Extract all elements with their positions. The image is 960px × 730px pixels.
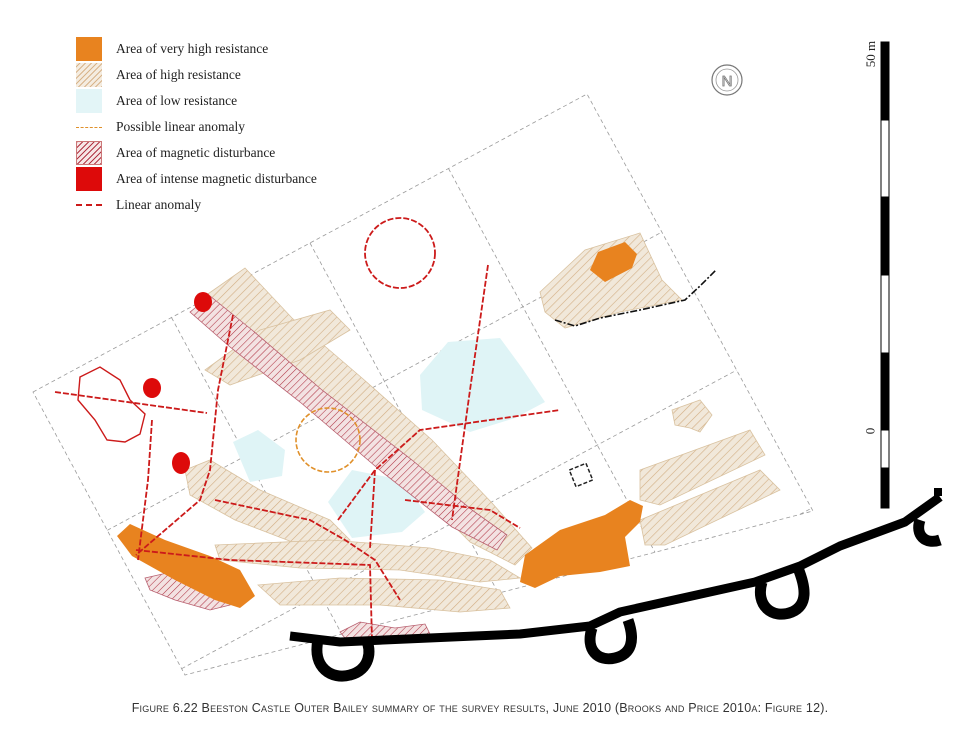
legend-item-possible-linear-anomaly: Possible linear anomaly (76, 114, 317, 140)
grid-column-line (171, 317, 343, 635)
very-high-resistance-areas (117, 242, 643, 608)
grid-column-line (448, 168, 656, 553)
high-resistance-areas (184, 232, 781, 613)
legend-label: Area of low resistance (116, 93, 238, 108)
legend-label: Possible linear anomaly (116, 119, 245, 134)
north-label: N (722, 73, 733, 90)
legend-label: Area of magnetic disturbance (116, 145, 276, 160)
intense-magnetic-areas (143, 292, 212, 474)
figure-caption: Figure 6.22 Beeston Castle Outer Bailey … (131, 701, 829, 715)
scale-bar (880, 41, 890, 509)
cyan-fill-swatch-icon (76, 89, 102, 113)
legend-label: Area of intense magnetic disturbance (116, 171, 317, 186)
scale-zero-label: 0 (862, 427, 878, 435)
legend-item-linear-anomaly: Linear anomaly (76, 192, 317, 218)
grid-row-line (799, 507, 812, 515)
red-dashed-line-icon (76, 204, 102, 206)
orange-dashed-line-icon (76, 126, 102, 128)
legend: Area of very high resistance Area of hig… (76, 36, 317, 218)
legend-label: Linear anomaly (116, 197, 202, 212)
tan-hatch-swatch-icon (76, 63, 102, 87)
feature-square (568, 462, 594, 488)
legend-item-high-resistance: Area of high resistance (76, 62, 317, 88)
legend-item-intense-magnetic: Area of intense magnetic disturbance (76, 166, 317, 192)
north-arrow-icon: N (711, 64, 743, 96)
magnetic-disturbance-areas (144, 295, 508, 639)
legend-item-magnetic-disturbance: Area of magnetic disturbance (76, 140, 317, 166)
linear-anomalies (54, 217, 561, 641)
legend-label: Area of high resistance (116, 67, 241, 82)
possible-linear-anomaly (295, 407, 361, 473)
legend-item-very-high-resistance: Area of very high resistance (76, 36, 317, 62)
red-hatch-swatch-icon (76, 141, 102, 165)
legend-item-low-resistance: Area of low resistance (76, 88, 317, 114)
red-fill-swatch-icon (76, 167, 102, 191)
castle-wall (289, 488, 943, 682)
orange-fill-swatch-icon (76, 37, 102, 61)
legend-label: Area of very high resistance (116, 41, 269, 56)
boundary-line (554, 269, 717, 327)
scale-top-label: 50 m (863, 40, 879, 68)
